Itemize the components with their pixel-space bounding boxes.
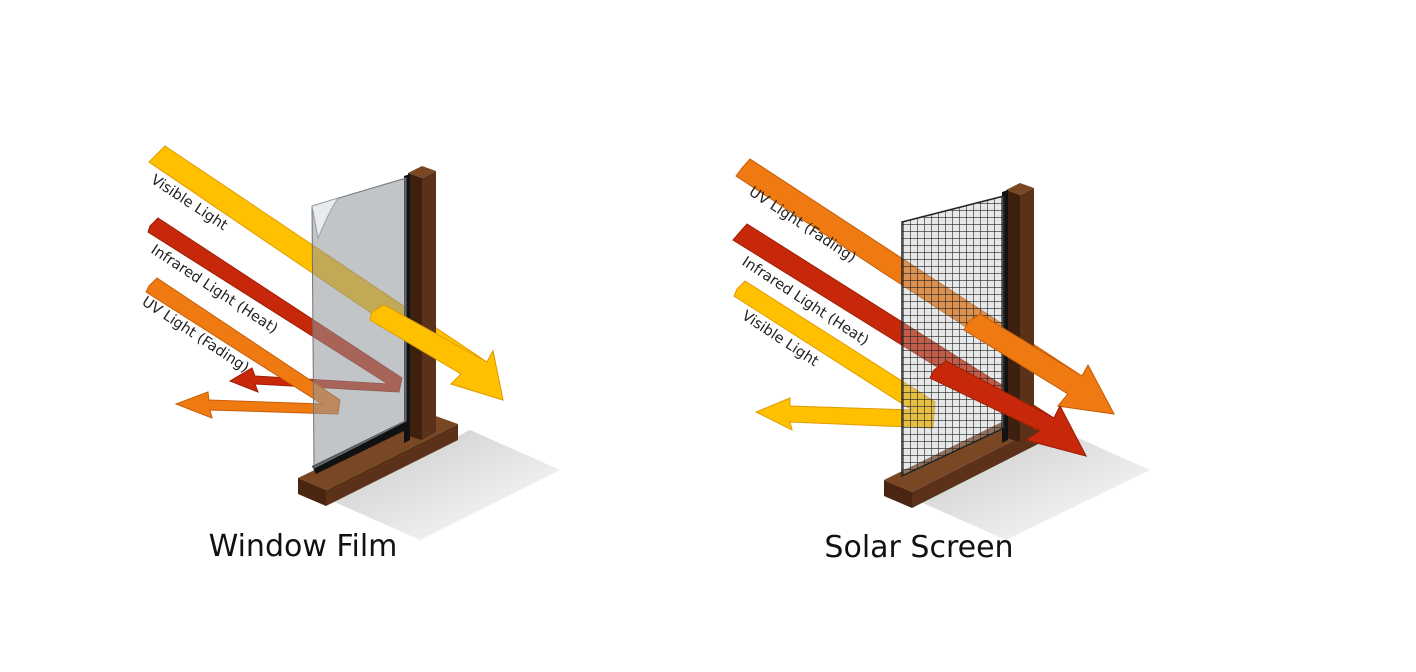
film-peel-corner	[311, 197, 340, 240]
window-post	[408, 166, 436, 178]
window-frame	[298, 166, 458, 506]
screen-shadow	[916, 430, 1150, 540]
screen-post	[1006, 183, 1034, 195]
uv-light-arrow	[145, 277, 341, 419]
window-film-title: Window Film	[209, 529, 398, 564]
window-film-panel: Visible Light Infrared Light (Heat) UV L…	[139, 145, 560, 564]
uv-light-ray-reflected	[145, 277, 341, 419]
screen-frame	[884, 183, 1042, 508]
solar-screen-panel: UV Light (Fading) Infrared Light (Heat) …	[732, 158, 1150, 565]
window-glass-pane	[311, 177, 407, 469]
solar-screen-title: Solar Screen	[824, 530, 1013, 565]
window-shadow	[330, 430, 560, 540]
